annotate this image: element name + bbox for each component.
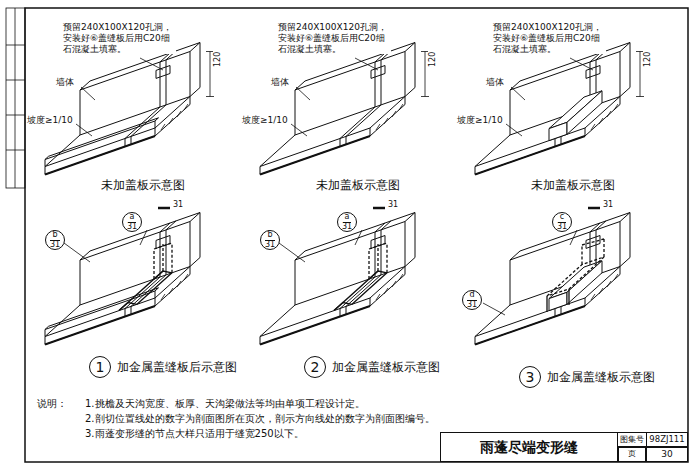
section-index-circle: b31 bbox=[260, 230, 281, 251]
canopy-figure bbox=[45, 43, 200, 175]
section-index-circle: c31 bbox=[552, 212, 573, 233]
page-index: 31 bbox=[340, 223, 354, 231]
note-heading: 说明： bbox=[36, 398, 68, 410]
node-text: 2 bbox=[311, 360, 320, 375]
canopy-figure bbox=[475, 43, 630, 175]
section-index-circle: a31 bbox=[122, 212, 143, 233]
wall-label: 墙体 bbox=[55, 77, 75, 88]
page-index: 31 bbox=[48, 241, 62, 249]
figure-caption: 未加盖板示意图 bbox=[315, 178, 401, 192]
title-block-cell: 页 bbox=[618, 447, 646, 462]
detail-index: c bbox=[558, 213, 566, 222]
note-text: 3.雨蓬变形缝的节点大样只适用于缝宽250以下。 bbox=[84, 428, 305, 440]
leader-lines bbox=[64, 52, 644, 316]
section-index-circle: d31 bbox=[462, 290, 483, 311]
node-text: 页 bbox=[628, 450, 636, 458]
figure-caption: 加金属盖缝板示意图 bbox=[546, 370, 656, 384]
canopy-figure bbox=[45, 213, 200, 345]
dimension: 120 bbox=[428, 51, 438, 68]
title-cell: 雨蓬尽端变形缝 bbox=[440, 432, 618, 462]
title-block-cell: 30 bbox=[646, 447, 688, 462]
node-text: 1 bbox=[96, 360, 105, 375]
dimension: 120 bbox=[213, 51, 223, 68]
page-index: 31 bbox=[555, 223, 569, 231]
sheet-frame bbox=[25, 8, 688, 462]
figure-number: 3 bbox=[519, 366, 541, 388]
section-number: 31 bbox=[602, 200, 614, 210]
slope-label: 坡度≥1/10 bbox=[456, 115, 504, 126]
wall-label: 墙体 bbox=[270, 77, 290, 88]
callout-note: 预留240X100X120孔洞，安装好⑥盖缝板后用C20细石混凝土填塞。 bbox=[62, 22, 176, 54]
canopy-figure bbox=[475, 213, 630, 345]
section-cut-marks bbox=[158, 207, 600, 210]
note-text: 2.剖切位置线处的数字为剖面图所在页次，剖示方向线处的数字为剖面图编号。 bbox=[84, 413, 436, 425]
section-index-circle: b31 bbox=[45, 230, 66, 251]
figure-number: 2 bbox=[304, 356, 326, 378]
callout-note: 预留240X100X120孔洞，安装好⑥盖缝板后用C20细石混凝土填塞。 bbox=[492, 22, 606, 54]
slope-label: 坡度≥1/10 bbox=[26, 115, 74, 126]
node-text: 98ZJ111 bbox=[649, 435, 684, 444]
title-block-cell: 图集号 bbox=[617, 432, 647, 447]
figure-caption: 未加盖板示意图 bbox=[530, 178, 616, 192]
slope-label: 坡度≥1/10 bbox=[241, 115, 289, 126]
figure-number: 1 bbox=[89, 356, 111, 378]
section-index-circle: a31 bbox=[337, 212, 358, 233]
callout-note: 预留240X100X120孔洞，安装好⑥盖缝板后用C20细石混凝土填塞。 bbox=[277, 22, 391, 54]
figure-caption: 未加盖板示意图 bbox=[100, 178, 186, 192]
dimension: 120 bbox=[643, 51, 653, 68]
note-text: 1.挑檐及天沟宽度、板厚、天沟梁做法等均由单项工程设计定。 bbox=[84, 398, 366, 410]
section-number: 31 bbox=[172, 200, 184, 210]
node-text: 3 bbox=[526, 370, 535, 385]
wall-label: 墙体 bbox=[485, 77, 505, 88]
figure-caption: 加金属盖缝板示意图 bbox=[331, 360, 441, 374]
detail-index: d bbox=[467, 291, 476, 300]
title-block-cell: 98ZJ111 bbox=[646, 432, 688, 447]
figure-caption: 加金属盖缝板后示意图 bbox=[116, 360, 238, 374]
canopy-figure bbox=[260, 43, 415, 175]
detail-index: b bbox=[265, 231, 274, 240]
detail-index: b bbox=[50, 231, 59, 240]
page-index: 31 bbox=[125, 223, 139, 231]
node-text: 图集号 bbox=[620, 436, 644, 444]
node-text: 雨蓬尽端变形缝 bbox=[480, 440, 578, 455]
section-number: 31 bbox=[387, 200, 399, 210]
detail-index: a bbox=[343, 213, 352, 222]
margin-table bbox=[6, 8, 25, 188]
page-index: 31 bbox=[465, 301, 479, 309]
node-text: 30 bbox=[661, 450, 672, 459]
detail-index: a bbox=[128, 213, 137, 222]
page-index: 31 bbox=[263, 241, 277, 249]
canopy-figure bbox=[260, 213, 415, 345]
